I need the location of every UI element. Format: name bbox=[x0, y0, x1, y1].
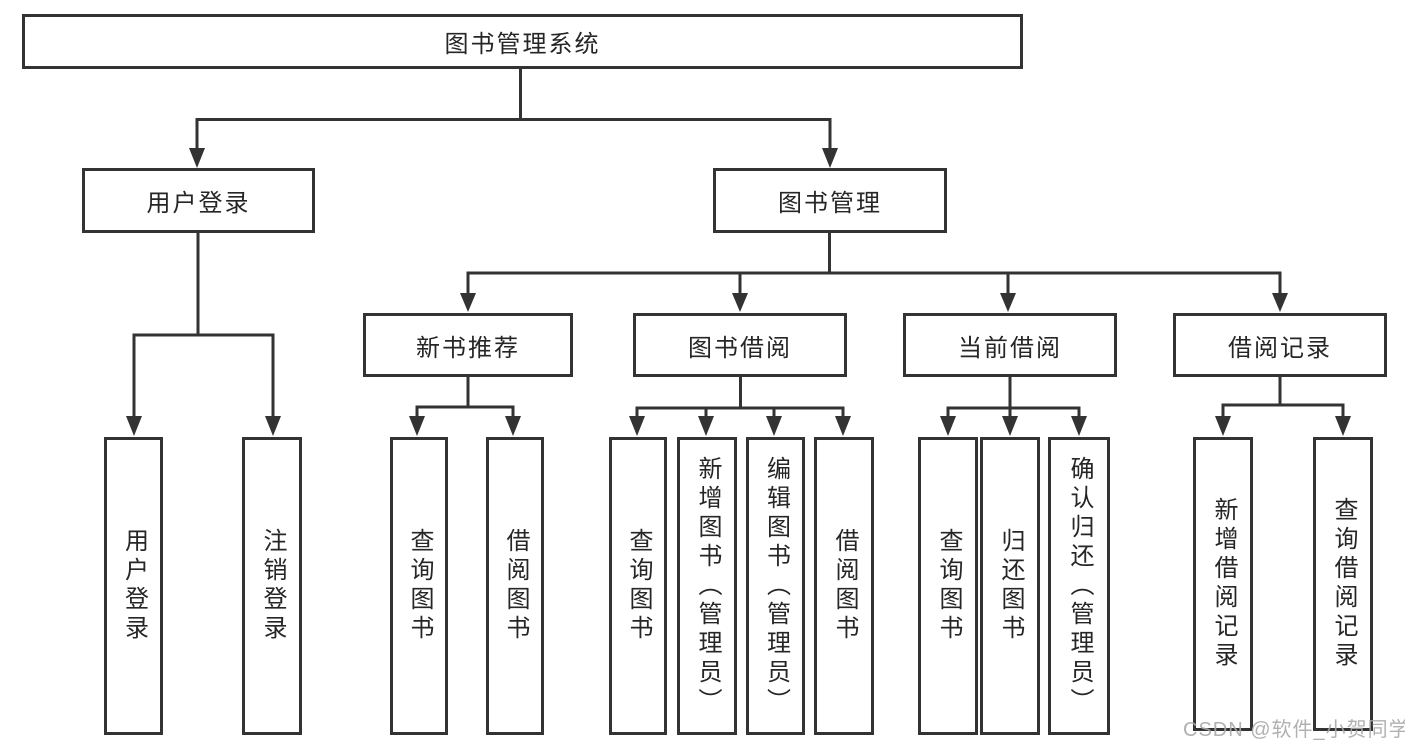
arrow-down-icon bbox=[265, 416, 281, 436]
arrow-down-icon bbox=[409, 416, 425, 436]
arrow-down-icon bbox=[766, 416, 782, 436]
node-label: 用户登录 bbox=[120, 528, 148, 644]
connector-line bbox=[195, 69, 832, 150]
arrow-down-icon bbox=[460, 293, 476, 312]
arrow-down-icon bbox=[1071, 416, 1087, 436]
node-book-management: 图书管理 bbox=[713, 168, 947, 233]
node-leaf-cb-return-books: 归还图书 bbox=[980, 437, 1040, 735]
node-label: 查询借阅记录 bbox=[1330, 497, 1357, 671]
node-leaf-nbr-query-books: 查询图书 bbox=[390, 437, 448, 735]
node-label: 新增图书（管理员） bbox=[694, 455, 721, 717]
node-leaf-bb-borrow-books: 借阅图书 bbox=[814, 437, 874, 735]
arrow-down-icon bbox=[629, 416, 645, 436]
arrow-down-icon bbox=[1272, 293, 1288, 312]
node-book-borrow: 图书借阅 bbox=[633, 313, 847, 377]
node-leaf-br-add-record: 新增借阅记录 bbox=[1193, 437, 1253, 731]
arrow-down-icon bbox=[732, 293, 748, 312]
node-label: 借阅图书 bbox=[502, 528, 529, 644]
node-label: 当前借阅 bbox=[958, 334, 1062, 362]
node-label: 查询图书 bbox=[625, 528, 652, 644]
node-label: 注销登录 bbox=[259, 528, 286, 644]
node-leaf-bb-add-books-admin: 新增图书（管理员） bbox=[677, 437, 737, 735]
arrow-down-icon bbox=[189, 148, 205, 168]
node-label: 新增借阅记录 bbox=[1210, 497, 1237, 671]
arrow-down-icon bbox=[126, 416, 142, 436]
connector-line bbox=[1221, 377, 1345, 419]
node-label: 图书管理系统 bbox=[444, 31, 601, 58]
node-leaf-br-query-record: 查询借阅记录 bbox=[1313, 437, 1373, 731]
arrow-down-icon bbox=[505, 416, 521, 436]
node-leaf-cb-confirm-return-admin: 确认归还（管理员） bbox=[1048, 437, 1110, 735]
arrow-down-icon bbox=[698, 416, 714, 436]
node-leaf-bb-query-books: 查询图书 bbox=[609, 437, 667, 735]
arrow-down-icon bbox=[822, 148, 838, 168]
csdn-watermark: CSDN @软件_小贺同学 bbox=[1183, 719, 1405, 741]
arrow-down-icon bbox=[1335, 416, 1351, 436]
node-leaf-user-login: 用户登录 bbox=[104, 437, 163, 735]
node-label: 新书推荐 bbox=[416, 334, 520, 362]
node-root: 图书管理系统 bbox=[22, 14, 1023, 69]
node-label: 图书借阅 bbox=[688, 334, 792, 362]
node-label: 查询图书 bbox=[406, 528, 433, 644]
node-current-borrow: 当前借阅 bbox=[903, 313, 1117, 377]
node-leaf-bb-edit-books-admin: 编辑图书（管理员） bbox=[746, 437, 805, 735]
node-user-login: 用户登录 bbox=[82, 168, 315, 233]
connector-line bbox=[132, 233, 275, 418]
node-leaf-logout: 注销登录 bbox=[242, 437, 302, 735]
node-borrow-records: 借阅记录 bbox=[1173, 313, 1387, 377]
arrow-down-icon bbox=[1000, 293, 1016, 312]
node-label: 图书管理 bbox=[778, 190, 882, 217]
node-label: 确认归还（管理员） bbox=[1066, 455, 1093, 717]
connector-line bbox=[415, 377, 515, 419]
node-label: 编辑图书（管理员） bbox=[762, 455, 790, 717]
arrow-down-icon bbox=[940, 416, 956, 436]
node-label: 借阅图书 bbox=[831, 528, 858, 644]
connector-line bbox=[466, 232, 1282, 295]
node-new-book-recommend: 新书推荐 bbox=[363, 313, 573, 377]
connector-line bbox=[946, 377, 1081, 419]
node-label: 借阅记录 bbox=[1228, 334, 1332, 362]
node-leaf-nbr-borrow-books: 借阅图书 bbox=[486, 437, 544, 735]
connector-line bbox=[635, 377, 845, 419]
arrow-down-icon bbox=[835, 416, 851, 436]
node-leaf-cb-query-books: 查询图书 bbox=[918, 437, 978, 735]
node-label: 用户登录 bbox=[146, 190, 251, 217]
arrow-down-icon bbox=[1002, 416, 1018, 436]
node-label: 查询图书 bbox=[935, 528, 962, 644]
arrow-down-icon bbox=[1215, 416, 1231, 436]
node-label: 归还图书 bbox=[997, 528, 1024, 644]
